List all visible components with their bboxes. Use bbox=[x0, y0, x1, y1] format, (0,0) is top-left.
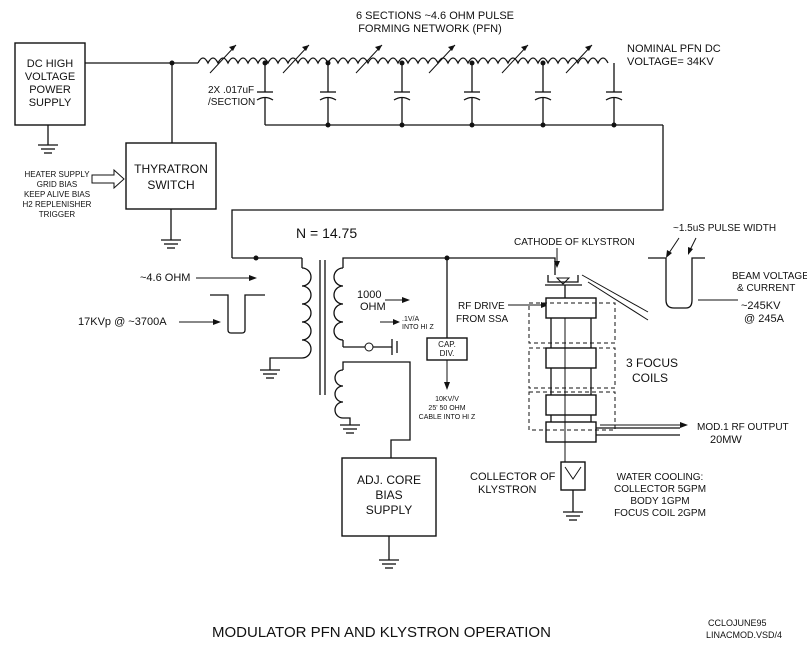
rfdrive-label-2: FROM SSA bbox=[456, 314, 509, 325]
dc-label-1: DC HIGH bbox=[27, 58, 74, 70]
rfdrive-label-1: RF DRIVE bbox=[458, 301, 505, 312]
pfn-capacitors bbox=[256, 60, 663, 128]
focus-label-1: 3 FOCUS bbox=[626, 356, 678, 370]
ground-icon bbox=[379, 559, 399, 569]
beam-label-4: @ 245A bbox=[744, 313, 785, 325]
heater-label-1: HEATER SUPPLY bbox=[24, 170, 90, 179]
ground-icon bbox=[260, 369, 280, 379]
capdiv-label-2: DIV. bbox=[440, 349, 455, 358]
cap-label-2: /SECTION bbox=[208, 97, 255, 108]
pfn-title-2: FORMING NETWORK (PFN) bbox=[358, 23, 502, 35]
pulse-width-label: ~1.5uS PULSE WIDTH bbox=[673, 223, 776, 234]
dc-label-2: VOLTAGE bbox=[25, 71, 75, 83]
focus-label-2: COILS bbox=[632, 371, 668, 385]
dc-label-3: POWER bbox=[29, 84, 71, 96]
ground-icon bbox=[38, 144, 58, 154]
ohm46-label: ~4.6 OHM bbox=[140, 272, 190, 284]
water-label-4: FOCUS COIL 2GPM bbox=[614, 508, 706, 519]
pulse-waveform-left bbox=[179, 275, 265, 334]
ground-icon bbox=[563, 511, 583, 521]
pulse-waveform-right: ~1.5uS PULSE WIDTH bbox=[581, 223, 776, 321]
adj-label-1: ADJ. CORE bbox=[357, 473, 421, 487]
r1000-label-1: 1000 bbox=[357, 289, 381, 301]
cable-label-2: 25' 50 OHM bbox=[428, 405, 465, 412]
pfn-inductors bbox=[197, 44, 609, 74]
collector-label-1: COLLECTOR OF bbox=[470, 471, 556, 483]
turns-ratio: N = 14.75 bbox=[296, 225, 357, 241]
thyratron-label-1: THYRATRON bbox=[134, 162, 208, 176]
r1000-label-2: OHM bbox=[360, 301, 386, 313]
adj-label-3: SUPPLY bbox=[366, 503, 412, 517]
collector-label-2: KLYSTRON bbox=[478, 484, 537, 496]
core-bias-supply: ADJ. CORE BIAS SUPPLY bbox=[341, 457, 437, 569]
cable-label-1: 10KV/V bbox=[435, 396, 459, 403]
footer-ref-2: LINACMOD.VSD/4 bbox=[706, 630, 782, 640]
adj-label-2: BIAS bbox=[375, 488, 402, 502]
cable-label-3: CABLE INTO HI Z bbox=[419, 414, 476, 421]
heater-label-3: KEEP ALIVE BIAS bbox=[24, 190, 90, 199]
hiz-label-2: INTO HI Z bbox=[402, 324, 434, 331]
footer-ref-1: CCLOJUNE95 bbox=[708, 618, 767, 628]
rfout-label-2: 20MW bbox=[710, 434, 742, 446]
capdiv-label-1: CAP. bbox=[438, 340, 456, 349]
nominal-label-2: VOLTAGE= 34KV bbox=[627, 56, 714, 68]
rfout-label-1: MOD.1 RF OUTPUT bbox=[697, 422, 789, 433]
heater-label-4: H2 REPLENISHER bbox=[23, 200, 92, 209]
pfn-title-1: 6 SECTIONS ~4.6 OHM PULSE bbox=[356, 10, 514, 22]
cathode-label: CATHODE OF KLYSTRON bbox=[514, 237, 635, 248]
heater-label-2: GRID BIAS bbox=[37, 180, 77, 189]
input-arrow-icon bbox=[91, 168, 125, 190]
water-label-3: BODY 1GPM bbox=[630, 496, 689, 507]
nominal-label-1: NOMINAL PFN DC bbox=[627, 43, 721, 55]
klystron: CATHODE OF KLYSTRON bbox=[514, 237, 688, 521]
cap-label-1: 2X .017uF bbox=[208, 85, 254, 96]
ground-icon bbox=[161, 239, 181, 249]
thyratron-switch: THYRATRON SWITCH bbox=[91, 142, 217, 249]
pulse-transformer: N = 14.75 bbox=[232, 225, 556, 458]
kvp-label: 17KVp @ ~3700A bbox=[78, 316, 167, 328]
diagram-title: MODULATOR PFN AND KLYSTRON OPERATION bbox=[212, 624, 551, 641]
ground-icon bbox=[340, 424, 360, 434]
heater-label-5: TRIGGER bbox=[39, 210, 76, 219]
beam-label-3: ~245KV bbox=[741, 300, 781, 312]
water-label-1: WATER COOLING: bbox=[617, 472, 704, 483]
beam-label-2: & CURRENT bbox=[737, 283, 795, 294]
hiz-label-1: .1V/A bbox=[402, 316, 419, 323]
thyratron-label-2: SWITCH bbox=[147, 178, 194, 192]
dc-label-4: SUPPLY bbox=[29, 97, 72, 109]
water-label-2: COLLECTOR 5GPM bbox=[614, 484, 706, 495]
dc-power-supply: DC HIGH VOLTAGE POWER SUPPLY bbox=[14, 42, 86, 154]
beam-label-1: BEAM VOLTAGE bbox=[732, 271, 807, 282]
cap-divider: CAP. DIV. bbox=[426, 258, 468, 390]
